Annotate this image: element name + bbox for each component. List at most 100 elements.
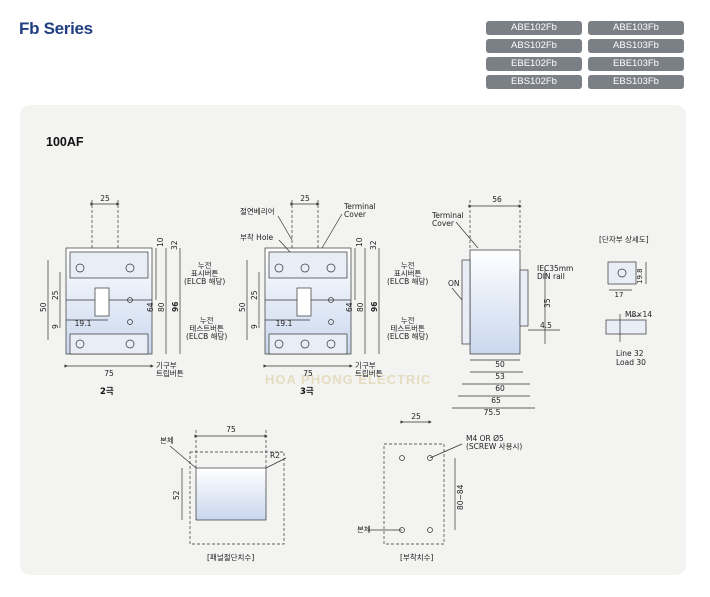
terminal-dim-17: 17 [615, 291, 624, 299]
model-badge: EBS102Fb [486, 75, 582, 89]
side-dim-60: 60 [495, 384, 505, 393]
pole3-indicator-label: 누전 표시버튼 (ELCB 해당) [387, 262, 428, 286]
cutout-body-label: 본체 [160, 436, 174, 445]
model-badge: EBE102Fb [486, 57, 582, 71]
label-line: 기구부 [156, 361, 177, 370]
label-line: DIN rail [537, 272, 565, 281]
terminal-load-label: Load 30 [616, 358, 646, 367]
model-badge: ABS102Fb [486, 39, 582, 53]
label-line: 누전 [400, 316, 415, 325]
frame-title: 100AF [46, 135, 84, 149]
side-dim-top: 56 [492, 195, 502, 204]
pole2-dim-h1: 10 [156, 237, 165, 247]
side-dim-755: 75.5 [484, 408, 501, 417]
model-badge: EBS103Fb [588, 75, 684, 89]
pole3-dim-top: 25 [300, 194, 310, 203]
pole3-test-label: 누전 테스트버튼 (ELCB 해당) [387, 317, 428, 341]
pole3-dim-h2: 32 [369, 240, 378, 250]
pole2-test-label: 누전 테스트버튼 (ELCB 해당) [186, 317, 227, 341]
pole3-caption: 3극 [300, 387, 314, 397]
series-title: Fb Series [19, 19, 93, 38]
pole2-indicator-label: 누전 표시버튼 (ELCB 해당) [184, 262, 225, 286]
label-line: 누전 [197, 261, 212, 270]
watermark: HOA PHONG ELECTRIC [265, 372, 432, 387]
pole3-dim-h5: 96 [370, 302, 379, 312]
pole2-dim-side: 19.1 [75, 319, 92, 328]
pole2-caption: 2극 [100, 387, 114, 397]
mount-title: [부착치수] [400, 553, 434, 562]
pole3-dim-h4: 80 [356, 302, 365, 312]
label-line: (ELCB 해당) [186, 332, 228, 341]
pole3-dim-side: 19.1 [276, 319, 293, 328]
pole2-dim-left3: 9 [51, 324, 60, 329]
side-dim-53: 53 [495, 372, 505, 381]
side-cover-label: Terminal Cover [432, 212, 464, 228]
label-line: 기구부 [355, 361, 376, 370]
pole3-dim-left1: 25 [250, 290, 259, 300]
terminal-screw-label: M8×14 [625, 310, 653, 319]
label-line: (ELCB 해당) [184, 277, 226, 286]
side-dim-35: 35 [543, 298, 552, 308]
pole2-drawing [47, 200, 181, 368]
side-view-drawing [451, 200, 560, 409]
mount-dim-w: 25 [411, 412, 421, 421]
terminal-line-label: Line 32 [616, 349, 644, 358]
label-line: 트립버튼 [355, 369, 383, 378]
cutout-title: [패널절단치수] [207, 553, 255, 562]
pole2-dim-bottom: 75 [104, 369, 114, 378]
pole2-trip-label: 기구부 트립버튼 [156, 362, 184, 378]
pole3-barrier-label: 절연베리어 [240, 207, 275, 216]
side-dim-50: 50 [495, 360, 505, 369]
pole2-dim-top: 25 [100, 194, 110, 203]
mount-dim-h: 80~84 [456, 484, 465, 510]
label-line: 누전 [400, 261, 415, 270]
pole3-dim-bottom: 75 [303, 369, 313, 378]
model-list: ABE102Fb ABE103Fb ABS102Fb ABS103Fb EBE1… [486, 21, 686, 89]
label-line: 누전 [199, 316, 214, 325]
panel-cutout-drawing [169, 430, 287, 545]
label-line: 표시버튼 [190, 269, 219, 278]
terminal-dim-198: 19.8 [636, 268, 644, 284]
pole2-dim-h5: 96 [171, 302, 180, 312]
pole2-dim-h2: 32 [170, 240, 179, 250]
label-line: (SCREW 사용시) [466, 442, 523, 451]
pole3-dim-h1: 10 [355, 237, 364, 247]
label-line: 트립버튼 [156, 369, 184, 378]
pole3-hole-label: 부착 Hole [240, 233, 274, 242]
model-badge: ABE102Fb [486, 21, 582, 35]
side-dim-65: 65 [491, 396, 501, 405]
label-line: Terminal [344, 202, 376, 211]
pole2-dim-h3: 64 [146, 302, 155, 312]
pole2-dim-h4: 80 [157, 302, 166, 312]
mount-screw-label: M4 OR Ø5 (SCREW 사용시) [466, 435, 522, 451]
mounting-drawing [368, 420, 463, 545]
model-badge: ABE103Fb [588, 21, 684, 35]
mount-body-label: 본체 [357, 525, 371, 534]
label-line: Cover [344, 210, 366, 219]
side-on-label: ON [448, 279, 460, 288]
pole2-dim-left1: 25 [51, 290, 60, 300]
pole2-dim-left2: 50 [39, 302, 48, 312]
cutout-dim-r: R2 [270, 451, 280, 460]
label-line: 테스트버튼 [390, 324, 425, 333]
pole3-dim-left3: 9 [250, 324, 259, 329]
side-dim-45: 4.5 [540, 321, 552, 330]
label-line: (ELCB 해당) [387, 277, 429, 286]
label-line: 테스트버튼 [189, 324, 224, 333]
model-badge: EBE103Fb [588, 57, 684, 71]
terminal-detail-drawing [605, 261, 647, 342]
label-line: IEC35mm [537, 264, 574, 273]
pole3-dim-left2: 50 [238, 302, 247, 312]
cutout-dim-h: 52 [172, 490, 181, 500]
cutout-dim-w: 75 [226, 425, 236, 434]
pole3-dim-h3: 64 [345, 302, 354, 312]
pole3-cover-label: Terminal Cover [344, 203, 376, 219]
terminal-detail-title: [단자부 상세도] [599, 235, 649, 244]
label-line: Terminal [432, 211, 464, 220]
label-line: (ELCB 해당) [387, 332, 429, 341]
side-rail-label: IEC35mm DIN rail [537, 265, 573, 281]
label-line: 표시버튼 [393, 269, 422, 278]
model-badge: ABS103Fb [588, 39, 684, 53]
label-line: M4 OR Ø5 [466, 434, 504, 443]
